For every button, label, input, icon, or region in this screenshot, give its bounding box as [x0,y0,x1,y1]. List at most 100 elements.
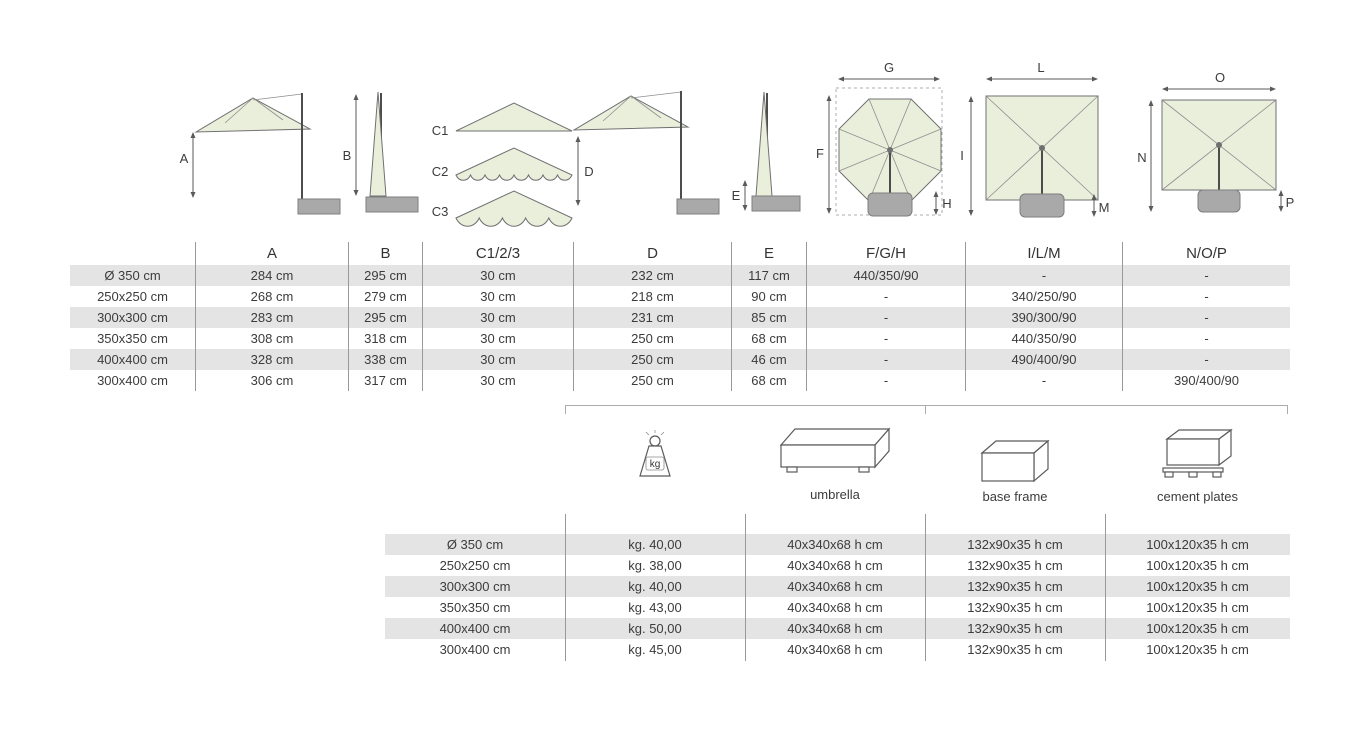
pack-cell: 100x120x35 h cm [1146,600,1249,615]
dim-cell: 90 cm [731,286,806,307]
dim-header-ilm: I/L/M [965,242,1122,265]
dim-label-d: D [584,164,593,179]
pack-cell: 132x90x35 h cm [967,642,1063,657]
dim-cell: 250 cm [573,349,731,370]
table-row: 300x400 cm kg. 45,00 40x340x68 h cm 132x… [385,639,1290,660]
dim-header-d: D [573,242,731,265]
dim-header-nop: N/O/P [1122,242,1290,265]
row-label: 300x400 cm [439,642,511,657]
cement-plates-icon [1162,428,1233,478]
row-label: 300x400 cm [97,373,168,388]
dim-cell: 317 cm [348,370,422,391]
table-row: 300x300 cm 283 cm 295 cm 30 cm 231 cm 85… [70,307,1290,328]
column-separator [745,514,746,661]
table-row: 250x250 cm kg. 38,00 40x340x68 h cm 132x… [385,555,1290,576]
table-row: 250x250 cm 268 cm 279 cm 30 cm 218 cm 90… [70,286,1290,307]
diagram-round-top-view: G F H [816,60,952,217]
dim-label-c3: C3 [432,204,449,219]
dim-cell: - [806,307,965,328]
dim-cell: 328 cm [195,349,348,370]
table-row: 400x400 cm kg. 50,00 40x340x68 h cm 132x… [385,618,1290,639]
dim-cell: - [1122,265,1290,286]
row-label: 350x350 cm [439,600,511,615]
packaging-bracket-line [565,405,1288,406]
row-label: 250x250 cm [97,289,168,304]
pack-cell: kg. 43,00 [628,600,682,615]
dim-cell: - [965,265,1122,286]
dimensions-table: A B C1/2/3 D E F/G/H I/L/M N/O/P Ø 350 c… [70,242,1290,391]
dim-cell: 390/300/90 [965,307,1122,328]
base-frame-icon [980,439,1050,483]
dim-cell: 340/250/90 [965,286,1122,307]
pack-cell: 132x90x35 h cm [967,579,1063,594]
dim-cell: - [1122,349,1290,370]
pack-cell: 132x90x35 h cm [967,621,1063,636]
dim-cell: 390/400/90 [1122,370,1290,391]
dim-label-m: M [1099,200,1110,215]
umbrella-package-label: umbrella [810,487,860,502]
diagrams-canvas: A B C1 C2 C3 D [180,60,1294,227]
pack-cell: kg. 40,00 [628,579,682,594]
pack-cell: 100x120x35 h cm [1146,537,1249,552]
dim-cell: 30 cm [422,307,573,328]
dim-cell: - [1122,328,1290,349]
dim-cell: 338 cm [348,349,422,370]
table-row: Ø 350 cm kg. 40,00 40x340x68 h cm 132x90… [385,534,1290,555]
diagram-valance-profiles: C1 C2 C3 [432,102,573,227]
dim-cell: 30 cm [422,349,573,370]
column-separator [925,514,926,661]
table-row: 350x350 cm kg. 43,00 40x340x68 h cm 132x… [385,597,1290,618]
dim-label-c2: C2 [432,164,449,179]
pack-cell: 40x340x68 h cm [787,537,883,552]
row-label: 350x350 cm [97,331,168,346]
dim-label-b: B [343,148,352,163]
pack-cell: kg. 50,00 [628,621,682,636]
column-separator [1105,514,1106,661]
dim-cell: 440/350/90 [965,328,1122,349]
dim-cell: 117 cm [731,265,806,286]
dim-header-a: A [195,242,348,265]
diagram-rectangular-top-view: O N P [1137,70,1294,213]
dim-cell: 30 cm [422,370,573,391]
bracket-tick [1287,405,1288,414]
dim-cell: 268 cm [195,286,348,307]
pack-cell: 40x340x68 h cm [787,579,883,594]
dim-cell: 30 cm [422,286,573,307]
diagram-square-top-view: L I M [960,60,1110,218]
pack-cell: 40x340x68 h cm [787,558,883,573]
pack-cell: 132x90x35 h cm [967,537,1063,552]
dim-cell: 308 cm [195,328,348,349]
pack-cell: 40x340x68 h cm [787,621,883,636]
dim-cell: 30 cm [422,328,573,349]
diagram-closed-umbrella-b: B [343,91,419,213]
row-label: 400x400 cm [97,352,168,367]
dim-header-c: C1/2/3 [422,242,573,265]
dim-cell: - [1122,307,1290,328]
diagram-closed-umbrella-e: E [732,91,801,212]
row-label: Ø 350 cm [446,537,504,552]
row-label: 300x300 cm [439,579,511,594]
table-row: 300x400 cm 306 cm 317 cm 30 cm 250 cm 68… [70,370,1290,391]
table-row: 400x400 cm 328 cm 338 cm 30 cm 250 cm 46… [70,349,1290,370]
dim-cell: - [806,286,965,307]
dim-cell: - [806,349,965,370]
dim-header-fgh: F/G/H [806,242,965,265]
dim-cell: 279 cm [348,286,422,307]
pack-cell: 100x120x35 h cm [1146,621,1249,636]
dim-cell: 440/350/90 [806,265,965,286]
packaging-table: Ø 350 cm kg. 40,00 40x340x68 h cm 132x90… [385,534,1290,660]
dim-cell: - [965,370,1122,391]
pack-cell: 40x340x68 h cm [787,600,883,615]
dim-cell: - [806,370,965,391]
dim-header-b: B [348,242,422,265]
pack-cell: kg. 40,00 [628,537,682,552]
bracket-tick [925,405,926,414]
pack-cell: 40x340x68 h cm [787,642,883,657]
dim-label-f: F [816,146,824,161]
pack-cell: 100x120x35 h cm [1146,642,1249,657]
dim-label-c1: C1 [432,123,449,138]
dim-label-i: I [960,148,964,163]
pack-cell: 132x90x35 h cm [967,600,1063,615]
base-frame-label: base frame [982,489,1048,504]
